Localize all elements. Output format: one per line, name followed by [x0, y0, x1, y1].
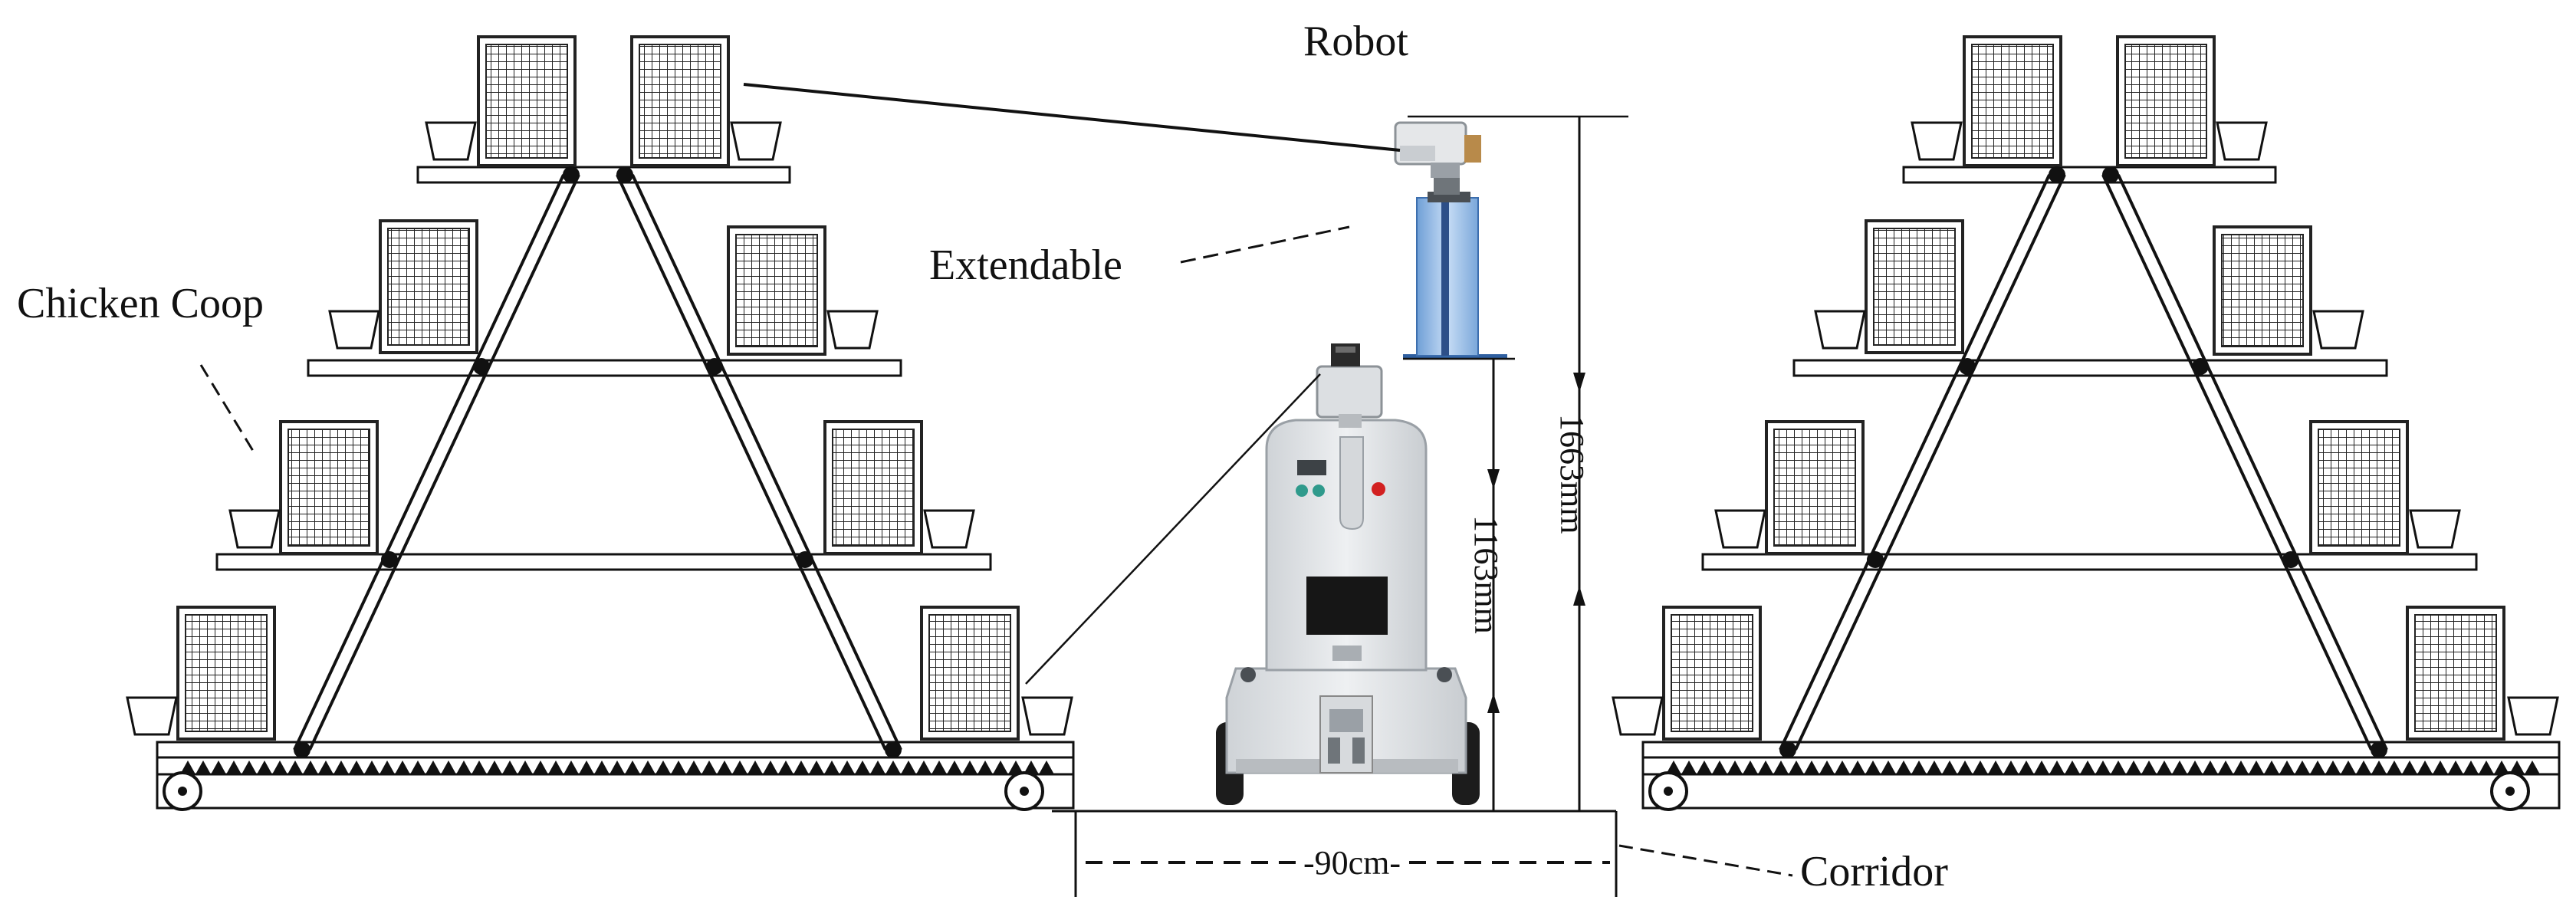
- cage-mesh: [1671, 614, 1753, 732]
- frame-leg: [1779, 174, 2051, 751]
- frame-joint: [2192, 358, 2209, 375]
- feed-trough: [2409, 509, 2461, 549]
- dimension-1663: [1408, 115, 1628, 811]
- frame-joint: [2049, 166, 2065, 183]
- feed-trough: [2216, 121, 2268, 161]
- cage-mesh: [2318, 429, 2400, 547]
- frame-joint: [563, 166, 580, 183]
- feed-trough: [826, 310, 879, 350]
- frame-joint: [706, 358, 723, 375]
- frame-leg: [293, 174, 565, 751]
- dimension-1163: [1403, 357, 1515, 811]
- feed-trough: [2312, 310, 2364, 350]
- feed-trough: [730, 121, 782, 161]
- extendable-label: Extendable: [929, 241, 1122, 289]
- feed-trough: [328, 310, 380, 350]
- extendable-mast: [1403, 175, 1507, 359]
- cage-mesh: [185, 614, 268, 732]
- cage-mesh: [2124, 44, 2207, 159]
- button-red: [1372, 482, 1385, 496]
- feed-trough: [2507, 696, 2559, 736]
- frame-leg: [1794, 174, 2066, 751]
- frame-joint: [2102, 166, 2119, 183]
- cage-mesh: [735, 234, 818, 347]
- frame-joint: [1867, 551, 1884, 568]
- feed-trough: [228, 509, 281, 549]
- frame-joint: [885, 741, 902, 758]
- chicken-coop-left: [126, 35, 1075, 811]
- corridor-width-label: -90cm-: [1303, 844, 1401, 882]
- frame-joint: [1959, 358, 1976, 375]
- feed-trough: [1911, 121, 1963, 161]
- feed-trough: [923, 509, 975, 549]
- pulley-hub: [2505, 787, 2515, 796]
- button-green-1: [1296, 485, 1308, 497]
- pulley-hub: [1020, 787, 1029, 796]
- coop-shelf: [215, 553, 992, 571]
- frame-joint: [381, 551, 398, 568]
- conveyor-teeth: [1666, 761, 2540, 774]
- feed-trough: [1714, 509, 1766, 549]
- robot-base: [1216, 343, 1480, 805]
- chicken-coop-right: [1612, 35, 2561, 811]
- cage-mesh: [639, 44, 721, 159]
- frame-joint: [294, 741, 310, 758]
- frame-joint: [1779, 741, 1796, 758]
- robot-label: Robot: [1303, 18, 1408, 65]
- coop-shelf: [307, 359, 902, 377]
- cage-mesh: [1773, 429, 1856, 547]
- pulley-hub: [178, 787, 187, 796]
- pan-tilt-camera: [1394, 121, 1481, 178]
- frame-leg: [308, 174, 580, 751]
- feed-trough: [1021, 696, 1073, 736]
- cage-mesh: [832, 429, 915, 547]
- frame-joint: [473, 358, 490, 375]
- conveyor-teeth: [180, 761, 1054, 774]
- height-1163-label: 1163mm: [1467, 515, 1505, 634]
- feed-trough: [1814, 310, 1866, 350]
- frame-leg: [2117, 174, 2388, 751]
- coop-shelf: [1902, 166, 2277, 184]
- coop-shelf: [1792, 359, 2388, 377]
- corridor-floor: [1052, 810, 1793, 897]
- chicken-coop-label: Chicken Coop: [17, 280, 264, 327]
- cage-mesh: [1873, 228, 1956, 346]
- frame-joint: [616, 166, 633, 183]
- cage-mesh: [387, 228, 470, 346]
- coop-shelf: [416, 166, 791, 184]
- frame-leg: [631, 174, 902, 751]
- frame-joint: [2371, 741, 2387, 758]
- frame-leg: [2101, 174, 2373, 751]
- feed-trough: [1612, 696, 1664, 736]
- cage-mesh: [2414, 614, 2497, 732]
- leader-lines: [199, 83, 1401, 685]
- robot-screen: [1306, 577, 1388, 635]
- corridor-label: Corridor: [1800, 848, 1948, 895]
- coop-shelf: [1701, 553, 2478, 571]
- button-green-2: [1313, 485, 1325, 497]
- cage-mesh: [485, 44, 568, 159]
- cage-mesh: [1971, 44, 2054, 159]
- robot-head-camera: [1316, 365, 1383, 419]
- feed-trough: [126, 696, 178, 736]
- feed-trough: [425, 121, 477, 161]
- frame-joint: [797, 551, 813, 568]
- cage-mesh: [288, 429, 370, 547]
- cage-mesh: [928, 614, 1011, 732]
- cage-mesh: [2221, 234, 2304, 347]
- frame-joint: [2282, 551, 2299, 568]
- frame-leg: [616, 174, 887, 751]
- pulley-hub: [1664, 787, 1673, 796]
- height-1663-label: 1663mm: [1553, 414, 1591, 534]
